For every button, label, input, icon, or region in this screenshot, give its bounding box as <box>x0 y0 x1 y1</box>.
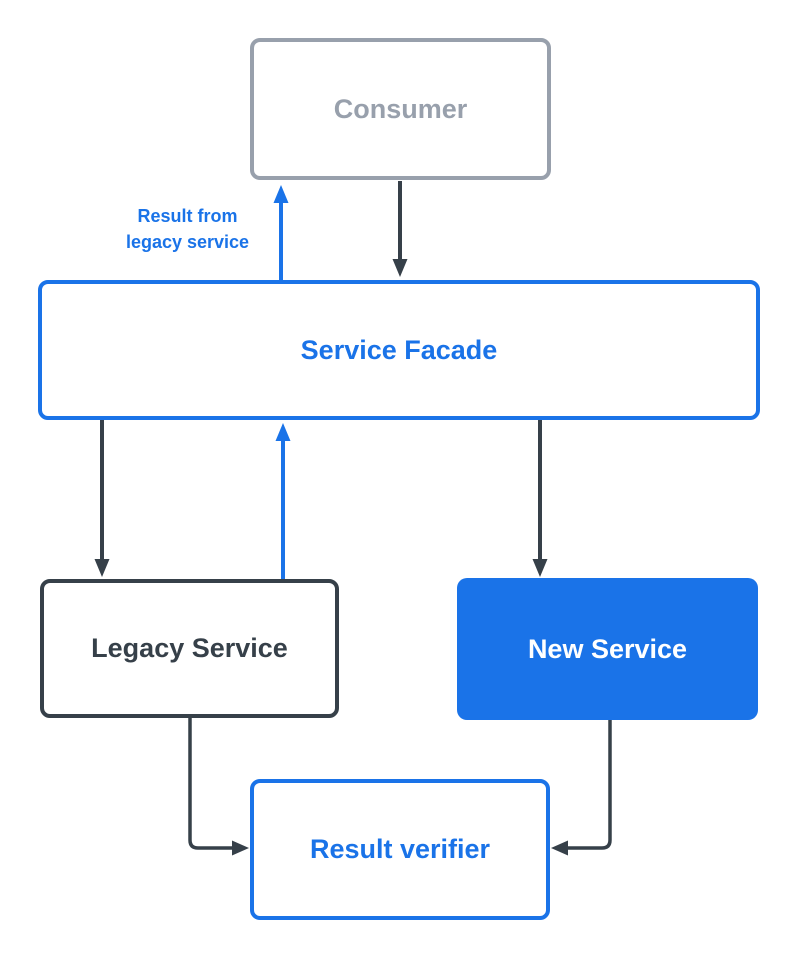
node-new-service: New Service <box>457 578 758 720</box>
edge-label-line2: legacy service <box>125 232 250 252</box>
node-legacy-service-label: Legacy Service <box>91 633 288 663</box>
node-result-verifier: Result verifier <box>250 779 550 920</box>
edge-label-line1: Result from <box>137 206 238 226</box>
arrow-legacy-to-verifier <box>188 718 249 856</box>
node-consumer: Consumer <box>250 38 551 180</box>
arrow-newservice-to-verifier <box>551 720 612 856</box>
node-result-verifier-label: Result verifier <box>309 834 491 864</box>
arrow-consumer-to-facade <box>392 181 408 277</box>
arrow-facade-to-newservice <box>532 420 548 577</box>
edge-label-result-from-legacy-service: Result from legacy service <box>90 203 285 255</box>
node-legacy-service: Legacy Service <box>40 579 339 718</box>
arrow-legacy-to-facade <box>275 423 291 579</box>
arrow-facade-to-consumer <box>273 185 289 280</box>
node-new-service-label: New Service <box>527 633 688 664</box>
node-service-facade-label: Service Facade <box>300 334 498 365</box>
node-consumer-label: Consumer <box>333 93 468 124</box>
arrow-facade-to-legacy <box>94 420 110 577</box>
node-service-facade: Service Facade <box>38 280 760 420</box>
